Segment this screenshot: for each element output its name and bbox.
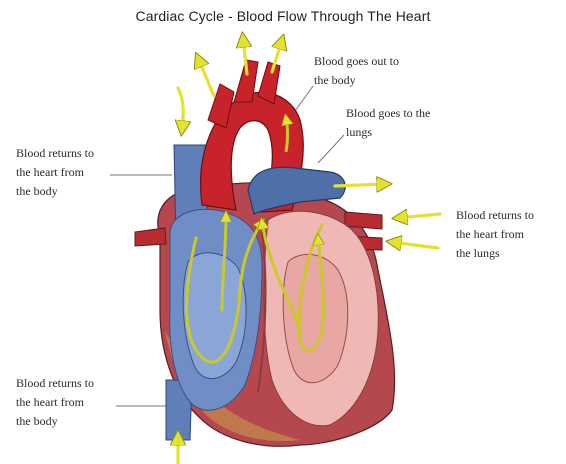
label-return-lungs-line-2: the heart from [456,225,534,244]
aorta-flow-arrow [286,118,288,152]
label-return-body-upper: Blood returns to the heart from the body [16,144,94,201]
arrow-in-lungs-2 [392,242,438,248]
label-to-lungs-line-2: lungs [346,123,430,142]
pulmonary-vein-right-upper [345,212,382,229]
label-out-to-body-line-2: the body [314,71,399,90]
label-return-body-lower-line-3: the body [16,412,94,431]
label-return-lungs: Blood returns to the heart from the lung… [456,206,534,263]
label-return-body-lower: Blood returns to the heart from the body [16,374,94,431]
label-return-body-upper-line-1: Blood returns to [16,144,94,163]
arrow-in-svc [178,88,183,130]
pulmonary-vein-left-upper [135,228,166,246]
label-to-lungs: Blood goes to the lungs [346,104,430,142]
label-out-to-body-line-1: Blood goes out to [314,52,399,71]
left-ventricle-inner [283,254,348,382]
label-return-body-upper-line-2: the heart from [16,163,94,182]
label-return-lungs-line-1: Blood returns to [456,206,534,225]
label-return-lungs-line-3: the lungs [456,244,534,263]
arrow-out-aorta-3 [198,58,214,96]
leader-line-lungs [318,135,344,163]
arrow-in-lungs-1 [398,214,440,218]
label-out-to-body: Blood goes out to the body [314,52,399,90]
label-return-body-lower-line-2: the heart from [16,393,94,412]
arrow-to-lungs [335,184,386,186]
label-return-body-lower-line-1: Blood returns to [16,374,94,393]
label-to-lungs-line-1: Blood goes to the [346,104,430,123]
label-return-body-upper-line-3: the body [16,182,94,201]
